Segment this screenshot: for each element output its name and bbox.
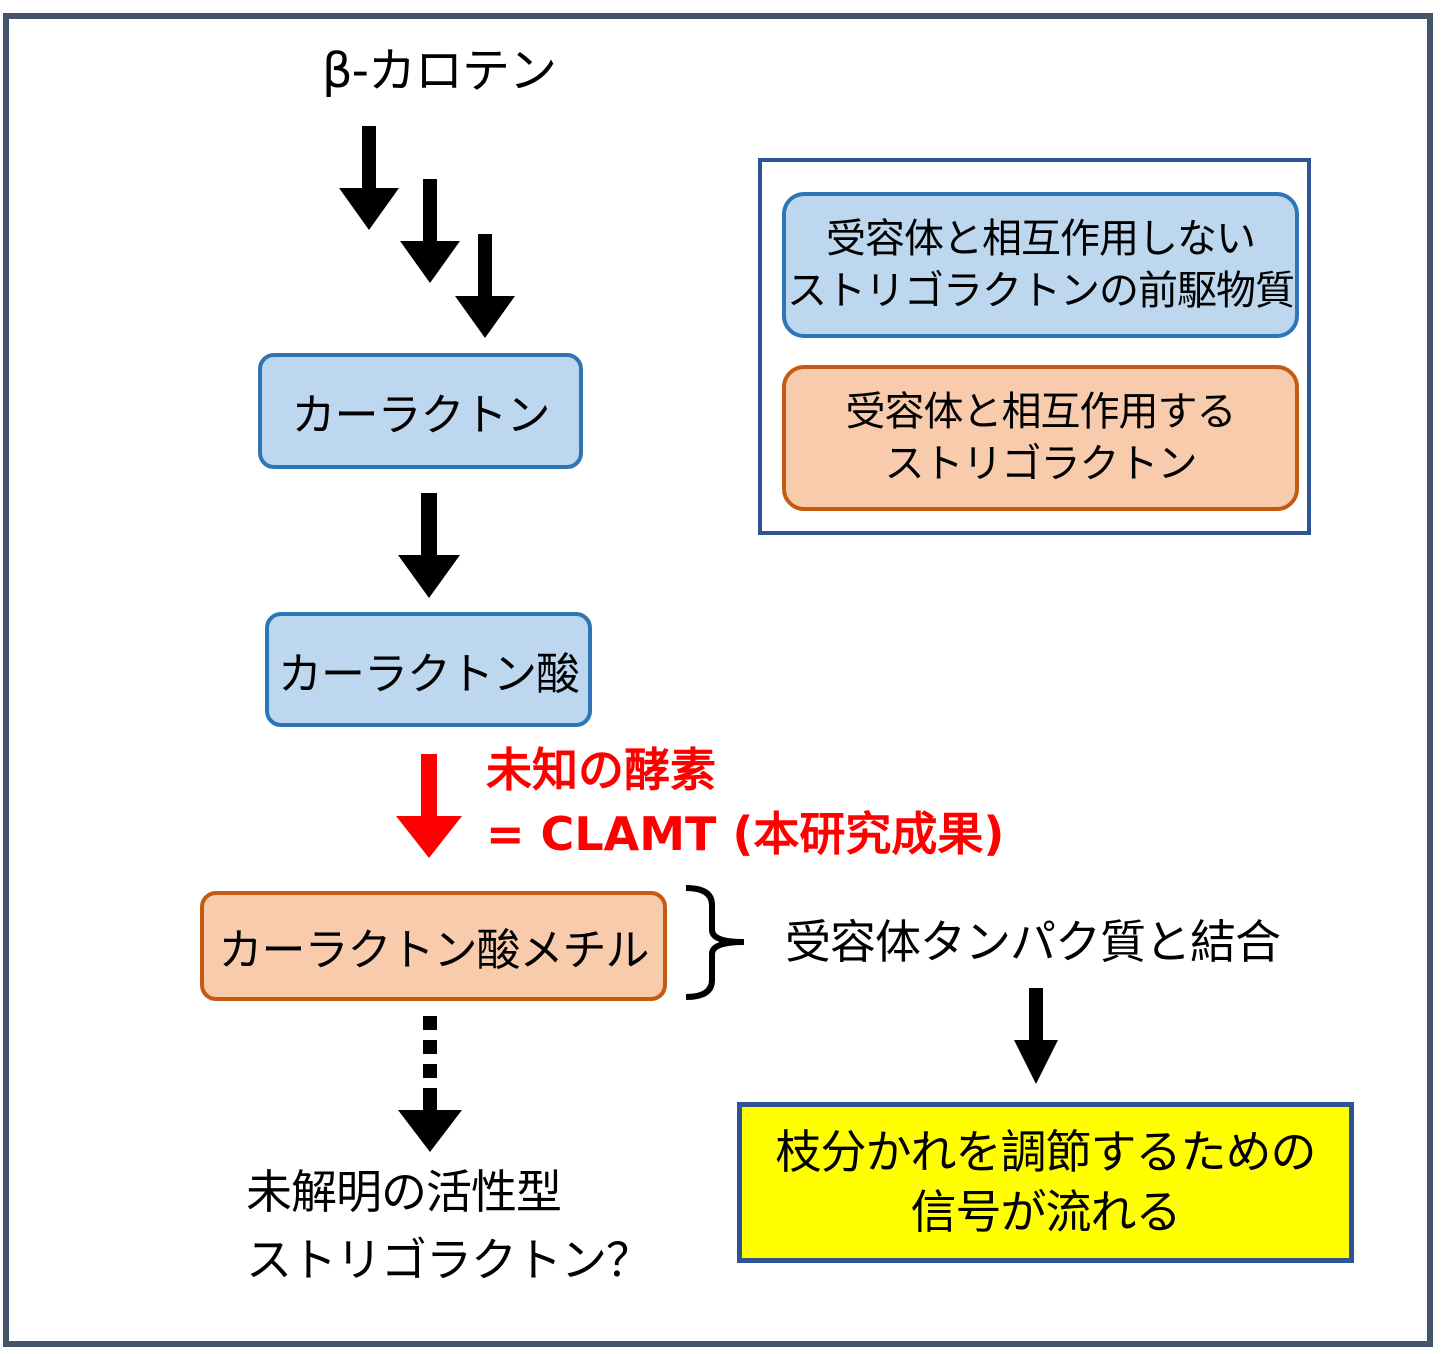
legend-active-line1: 受容体と相互作用する	[845, 389, 1237, 435]
legend-precursor-line1: 受容体と相互作用しない	[826, 216, 1256, 262]
down-arrow-icon	[398, 493, 460, 598]
node-label: カーラクトン酸メチル	[218, 925, 650, 976]
node-carlactonoic-acid: カーラクトン酸	[265, 612, 592, 727]
legend-item-precursor: 受容体と相互作用しない ストリゴラクトンの前駆物質	[782, 192, 1299, 338]
legend-item-active: 受容体と相互作用する ストリゴラクトン	[782, 365, 1299, 511]
node-methyl-carlactonoate: カーラクトン酸メチル	[200, 891, 667, 1001]
node-label: カーラクトン酸	[278, 648, 580, 700]
beta-carotene-label: β-カロテン	[322, 43, 557, 99]
legend-precursor-line2: ストリゴラクトンの前駆物質	[787, 268, 1295, 314]
receptor-binding-label: 受容体タンパク質と結合	[785, 915, 1281, 969]
brace-icon	[685, 885, 745, 1000]
multi-step-arrow-icon	[339, 126, 515, 338]
dashed-down-arrow-icon	[398, 1016, 462, 1152]
node-label: カーラクトン	[291, 390, 551, 441]
legend-active-line2: ストリゴラクトン	[884, 441, 1198, 487]
unknown-product-line1: 未解明の活性型	[246, 1165, 562, 1219]
node-carlactone: カーラクトン	[258, 353, 583, 469]
down-arrow-icon	[1014, 988, 1058, 1084]
signal-line1: 枝分かれを調節するための	[775, 1124, 1317, 1179]
legend: 受容体と相互作用しない ストリゴラクトンの前駆物質 受容体と相互作用する ストリ…	[758, 158, 1311, 535]
signal-box: 枝分かれを調節するための 信号が流れる	[737, 1102, 1354, 1263]
signal-line2: 信号が流れる	[910, 1184, 1182, 1239]
enzyme-label: 未知の酵素	[486, 743, 716, 797]
enzyme-clamt-label: = CLAMT (本研究成果)	[486, 807, 1005, 861]
unknown-product-line2: ストリゴラクトン？	[246, 1233, 652, 1287]
red-down-arrow-icon	[396, 754, 462, 858]
